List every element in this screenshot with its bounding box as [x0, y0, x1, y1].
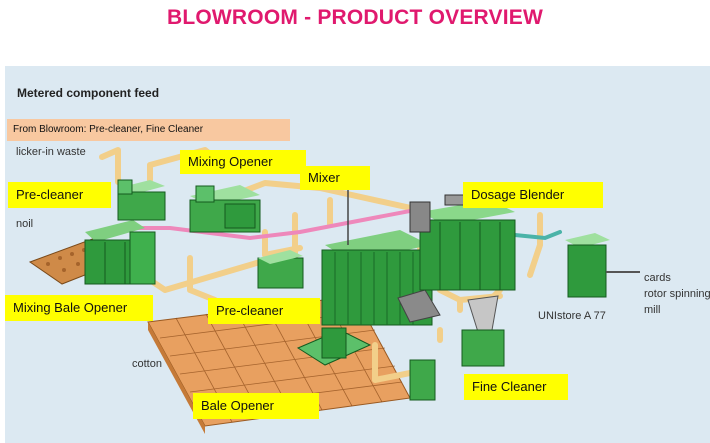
mixing-bale-opener-label: Mixing Bale Opener — [5, 295, 153, 321]
mixing-opener-machine — [189, 185, 261, 233]
pre-cleaner-center-machine — [257, 250, 304, 289]
mixer-machine — [321, 188, 441, 326]
from-blowroom-bar: From Blowroom: Pre-cleaner, Fine Cleaner — [7, 119, 290, 141]
licker-in-waste-label: licker-in waste — [16, 146, 86, 158]
mixer-label: Mixer — [300, 166, 370, 190]
pre-cleaner-left-machine — [117, 179, 166, 221]
cotton-label: cotton — [132, 358, 162, 370]
unistore-machine — [565, 233, 640, 298]
mixing-bale-opener-machine — [84, 220, 156, 285]
rotor-spinning-label: rotor spinning — [644, 288, 710, 300]
cards-label: cards — [644, 272, 671, 284]
noil-label: noil — [16, 218, 34, 230]
pre-cleaner-center-label: Pre-cleaner — [208, 298, 320, 324]
unistore-label: UNIstore A 77 — [538, 310, 606, 322]
mill-label: mill — [644, 304, 661, 316]
bale-opener-machine — [296, 327, 436, 401]
fine-cleaner-label: Fine Cleaner — [464, 374, 568, 400]
dosage-blender-machine — [409, 194, 516, 291]
page-title: BLOWROOM - PRODUCT OVERVIEW — [166, 6, 543, 29]
dosage-blender-label: Dosage Blender — [463, 182, 603, 208]
diagram-subtitle: Metered component feed — [17, 86, 160, 100]
fine-cleaner-machine — [461, 295, 505, 367]
bale-opener-label: Bale Opener — [193, 393, 319, 419]
teal-duct — [513, 230, 562, 241]
pre-cleaner-left-label: Pre-cleaner — [8, 182, 111, 208]
mixing-opener-label: Mixing Opener — [180, 150, 306, 174]
